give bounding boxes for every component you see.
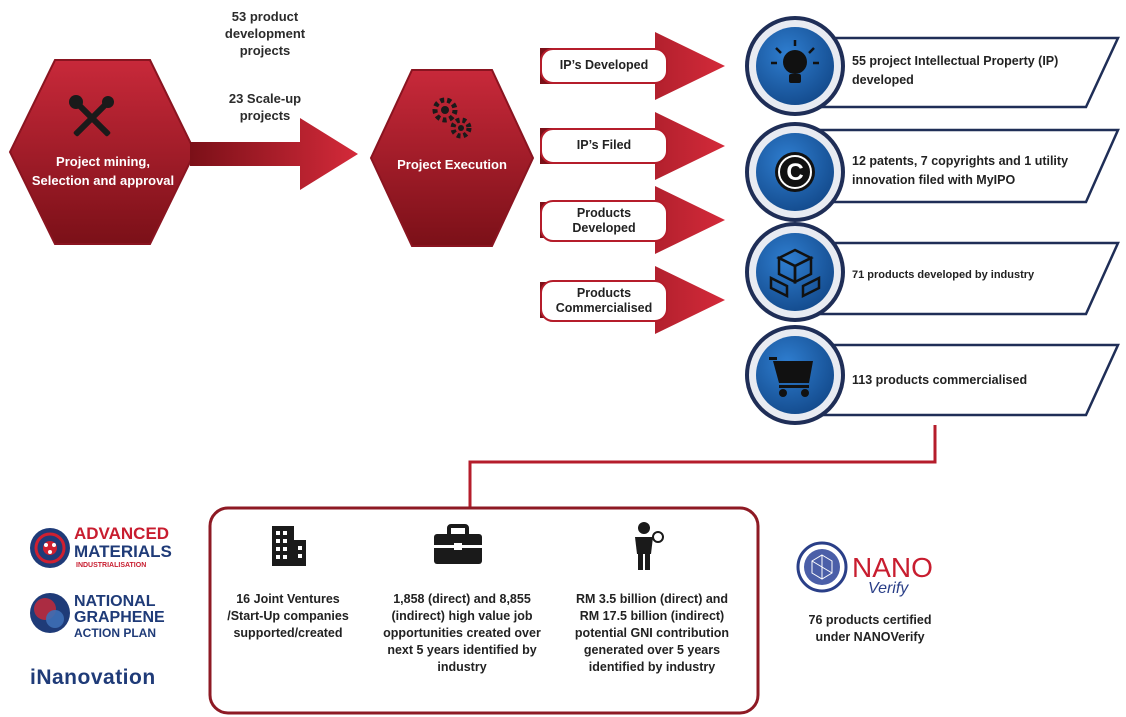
building-icon xyxy=(272,526,306,566)
shopping-cart-icon xyxy=(769,357,813,397)
start-step-label: Project mining, Selection and approval xyxy=(31,154,175,188)
category-arrow-1 xyxy=(540,32,725,100)
category-arrow-4 xyxy=(540,266,725,334)
graphene-logo-line2: GRAPHENE xyxy=(74,609,165,626)
briefcase-icon xyxy=(434,524,482,564)
impact-box xyxy=(208,506,760,715)
advanced-materials-logo-line2: MATERIALS xyxy=(74,542,172,561)
advanced-materials-emblem xyxy=(30,528,70,568)
graphene-logo-line3: ACTION PLAN xyxy=(74,626,156,640)
main-flow-arrow xyxy=(190,118,358,190)
top-note-scaleup: 23 Scale-up projects xyxy=(228,91,302,123)
result-text-ip-developed: 55 project Intellectual Property (IP) de… xyxy=(852,54,1059,87)
tools-icon xyxy=(69,95,114,137)
execution-step-label: Project Execution xyxy=(397,157,507,172)
connector-line xyxy=(468,425,937,508)
advanced-materials-logo-line1: ADVANCED xyxy=(74,524,170,543)
category-label-ip-developed: IP’s Developed xyxy=(559,58,649,72)
gears-icon xyxy=(432,97,472,139)
lightbulb-icon xyxy=(771,40,819,83)
copyright-icon: C xyxy=(775,152,815,192)
start-hexagon xyxy=(8,59,197,245)
advanced-materials-logo-line3: INDUSTRIALISATION xyxy=(76,562,147,569)
category-label-ip-filed: IP’s Filed xyxy=(576,138,632,152)
inanovation-logo: iNanovation xyxy=(30,666,156,689)
result-text-products-developed: 71 products developed by industry xyxy=(852,269,1035,281)
category-arrow-2 xyxy=(540,112,725,180)
result-text-ip-filed: 12 patents, 7 copyrights and 1 utility i… xyxy=(852,154,1069,187)
category-label-products-developed: Products Developed xyxy=(572,206,636,235)
execution-hexagon xyxy=(369,69,535,247)
nanoverify-logo-line1: NANO xyxy=(852,552,933,583)
result-text-products-commercialised: 113 products commercialised xyxy=(852,373,1028,387)
impact-text-gni: RM 3.5 billion (direct) and RM 17.5 bill… xyxy=(574,592,730,674)
impact-text-jobs: 1,858 (direct) and 8,855 (indirect) high… xyxy=(383,592,541,674)
svg-text:C: C xyxy=(786,159,803,186)
graphene-emblem xyxy=(30,593,70,633)
boxes-icon xyxy=(769,248,821,299)
top-note-projects: 53 product development projects xyxy=(224,9,306,58)
impact-text-joint-ventures: 16 Joint Ventures /Start-Up companies su… xyxy=(227,592,349,640)
businessman-icon xyxy=(635,522,664,570)
graphene-logo-line1: NATIONAL xyxy=(74,593,156,610)
nanoverify-note: 76 products certified under NANOVerify xyxy=(808,613,932,644)
category-label-products-commercialised: Products Commercialised xyxy=(555,286,653,315)
nanoverify-emblem xyxy=(796,541,848,593)
category-arrow-3 xyxy=(540,186,725,254)
nanoverify-logo-line2: Verify xyxy=(868,580,909,597)
